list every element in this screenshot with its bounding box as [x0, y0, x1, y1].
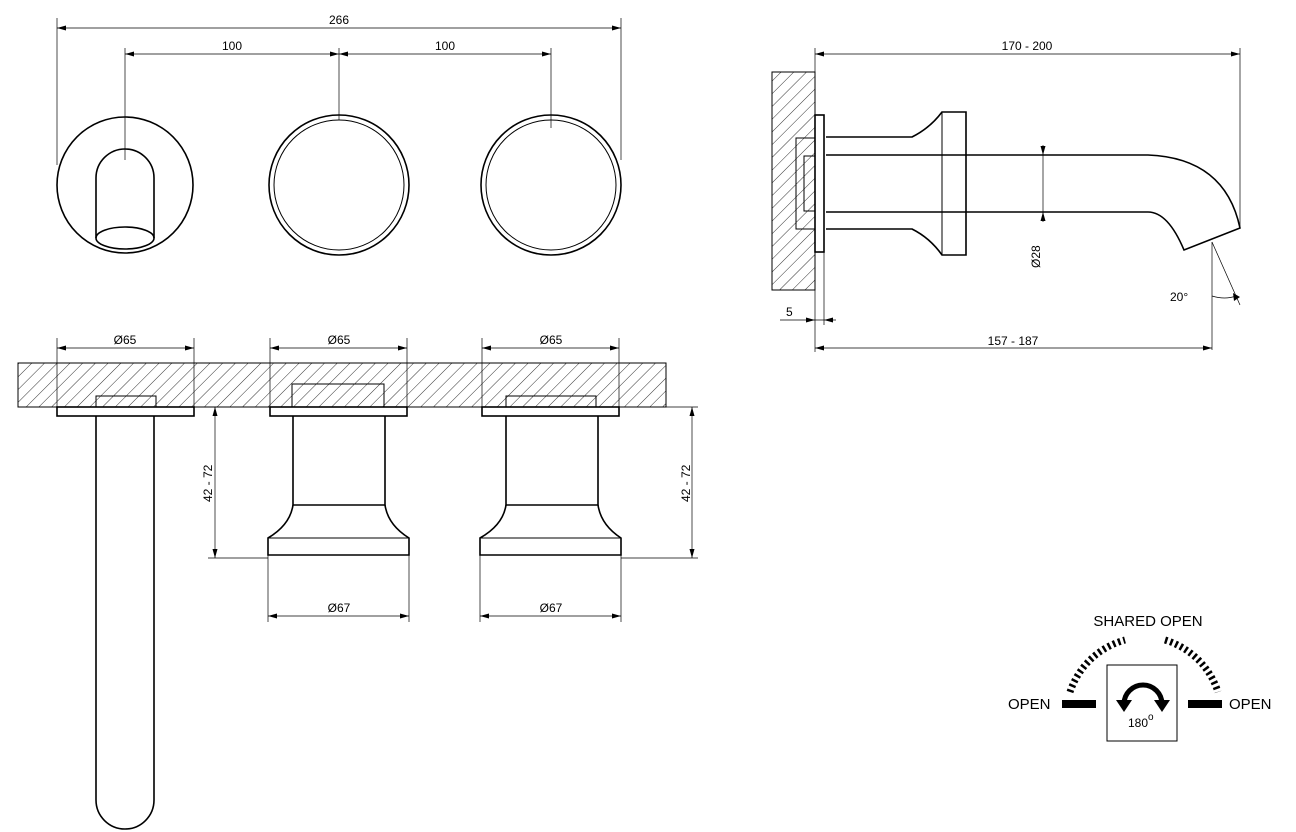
handle-front-right: [480, 114, 622, 256]
dim-handle-mid-label: Ø67: [328, 601, 351, 615]
spout-front: [56, 116, 194, 254]
dim-spacing: 100 100: [124, 39, 552, 160]
dim-depth-right-label: 42 - 72: [679, 464, 693, 502]
dim-handle-right-label: Ø67: [540, 601, 563, 615]
open-left-bar: [1062, 700, 1096, 708]
dim-projection-front: 157 - 187: [815, 334, 1212, 351]
rotation-arrow-icon: [1121, 682, 1165, 705]
dim-projection-label: 170 - 200: [1002, 39, 1053, 53]
handle-front-mid: [268, 114, 410, 256]
rotation-label: 180o: [1128, 712, 1154, 730]
dim-spout-angle-label: 20°: [1170, 290, 1188, 304]
dim-plate-thickness-label: 5: [786, 305, 793, 319]
dim-handles: Ø67 Ø67: [267, 555, 622, 622]
shared-open-label: SHARED OPEN: [1093, 613, 1202, 630]
open-left-label: OPEN: [1008, 696, 1051, 713]
operation-diagram: SHARED OPEN OPEN OPEN 180o: [1008, 613, 1272, 742]
open-right-label: OPEN: [1229, 696, 1272, 713]
dim-plate-thickness: 5: [780, 252, 836, 352]
dim-spout-angle: 20°: [1170, 241, 1241, 350]
dim-depth-left-label: 42 - 72: [201, 464, 215, 502]
dim-overall-width-label: 266: [329, 13, 349, 27]
dim-spout-diameter: Ø28: [1029, 145, 1046, 268]
rotation-box: [1106, 664, 1178, 742]
dim-rosette-mid-label: Ø65: [328, 333, 351, 347]
dim-spacing-left-label: 100: [222, 39, 242, 53]
dim-rosette-left-label: Ø65: [114, 333, 137, 347]
dim-spout-diameter-label: Ø28: [1029, 245, 1043, 268]
front-view: 266 100 100: [56, 13, 622, 256]
wall-section: [771, 71, 816, 291]
dim-overall-width: 266: [56, 13, 622, 165]
dim-rosette-right-label: Ø65: [540, 333, 563, 347]
side-view: 170 - 200 Ø28 20° 5: [771, 39, 1241, 352]
section-view: Ø65 Ø65 Ø65 Ø67 Ø: [17, 333, 698, 830]
dim-projection-front-label: 157 - 187: [988, 334, 1039, 348]
dim-spacing-right-label: 100: [435, 39, 455, 53]
wall-band: [17, 362, 667, 408]
open-right-bar: [1188, 700, 1222, 708]
dim-projection: 170 - 200: [814, 39, 1241, 228]
dim-depth: 42 - 72 42 - 72: [201, 406, 698, 559]
dim-rosettes: Ø65 Ø65 Ø65: [56, 333, 620, 416]
